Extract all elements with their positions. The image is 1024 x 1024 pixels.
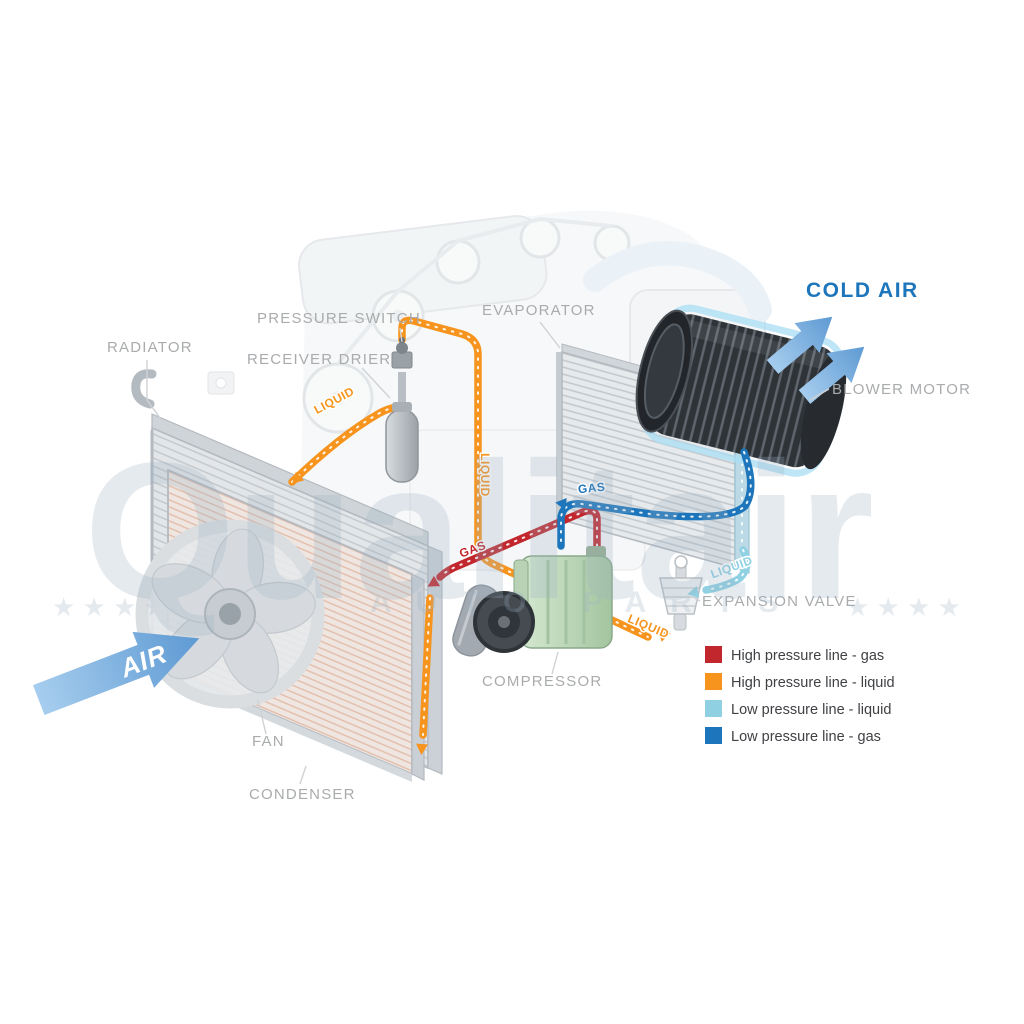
watermark-stars-right: ★ ★ ★ ★ — [846, 592, 961, 622]
legend-item: Low pressure line - gas — [705, 727, 881, 745]
watermark-tagline: AUTO PARTS — [370, 586, 802, 619]
legend-item: Low pressure line - liquid — [705, 700, 891, 718]
watermark-brand: Qualitair — [84, 422, 874, 640]
fan-graphic — [135, 519, 325, 709]
expansion-valve-label: EXPANSION VALVE — [702, 593, 857, 610]
legend-swatch-hp-liquid — [705, 673, 722, 690]
liquid-label-vertical: LIQUID — [478, 453, 492, 497]
watermark-stars-left: ★ ★ ★ ★ — [52, 592, 167, 622]
legend-item: High pressure line - gas — [705, 646, 884, 664]
flow-arrowheads — [292, 471, 700, 755]
arrow-hp-liquid-2 — [658, 630, 671, 642]
watermark: Qualitair ★ ★ ★ ★ AUTO PARTS ★ ★ ★ ★ — [52, 422, 961, 640]
legend: High pressure line - gas High pressure l… — [705, 646, 895, 745]
engine-background — [207, 210, 783, 576]
arrow-lp-gas — [555, 498, 567, 510]
legend-label-lp-gas: Low pressure line - gas — [731, 729, 881, 745]
gas-label-blue: GAS — [577, 480, 606, 497]
arrow-hp-gas — [427, 575, 441, 587]
legend-label-hp-liquid: High pressure line - liquid — [731, 675, 895, 691]
radiator-label: RADIATOR — [107, 339, 193, 356]
condenser-label: CONDENSER — [249, 786, 356, 803]
expansion-valve-graphic — [659, 555, 703, 631]
receiver-drier-label: RECEIVER DRIER — [247, 351, 391, 368]
legend-item: High pressure line - liquid — [705, 673, 895, 691]
evaporator-label: EVAPORATOR — [482, 302, 596, 319]
component-labels: RADIATOR PRESSURE SWITCH RECEIVER DRIER … — [107, 302, 971, 803]
compressor-graphic — [452, 546, 613, 657]
legend-label-lp-liquid: Low pressure line - liquid — [731, 702, 891, 718]
legend-swatch-lp-gas — [705, 727, 722, 744]
arrow-hp-liquid-3 — [416, 743, 428, 755]
cold-air-arrow-2 — [798, 346, 865, 404]
legend-label-hp-gas: High pressure line - gas — [731, 648, 884, 664]
fan-label: FAN — [252, 733, 285, 750]
legend-swatch-hp-gas — [705, 646, 722, 663]
receiver-drier-graphic — [385, 402, 419, 483]
pressure-switch-graphic — [391, 337, 413, 402]
cold-air-arrows — [766, 316, 865, 404]
cold-air-arrow-1 — [766, 316, 833, 374]
pressure-switch-label: PRESSURE SWITCH — [257, 310, 421, 327]
compressor-label: COMPRESSOR — [482, 673, 602, 690]
arrow-hp-liquid-1 — [292, 471, 305, 484]
arrow-lp-liquid — [687, 586, 700, 598]
legend-swatch-lp-liquid — [705, 700, 722, 717]
blower-motor-label: BLOWER MOTOR — [832, 381, 971, 398]
cold-air-label: COLD AIR — [806, 279, 919, 302]
leader-lines — [146, 321, 830, 785]
